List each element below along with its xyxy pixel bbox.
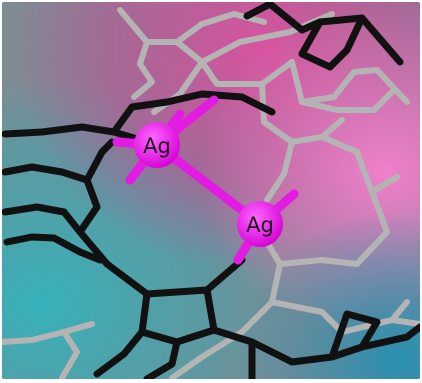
dark-bond-9: [138, 286, 218, 346]
silver-atom-1: [134, 122, 180, 168]
silver-atom-2: [237, 201, 283, 247]
dark-bond-7: [3, 233, 104, 264]
dark-bond-2: [298, 14, 366, 71]
dark-ligand-bonds: [2, 2, 420, 379]
silver-atom-1-label: Ag: [143, 134, 171, 158]
light-bond-9: [264, 139, 295, 203]
dark-bond-8: [93, 290, 151, 378]
dark-bond-10: [210, 310, 381, 366]
silver-atoms: Ag Ag: [134, 122, 283, 247]
light-bond-16: [59, 329, 80, 379]
light-bond-18: [389, 317, 420, 327]
light-bond-14: [269, 299, 345, 335]
light-bond-13: [169, 261, 283, 379]
light-bond-1: [117, 7, 205, 45]
dark-bond-5: [2, 203, 84, 236]
dark-bond-12: [143, 338, 181, 379]
light-bond-10: [319, 134, 390, 267]
light-bond-11: [369, 174, 400, 195]
light-bond-6: [299, 89, 395, 113]
light-bond-15: [2, 321, 95, 345]
light-bond-4: [199, 11, 267, 27]
dark-bond-1: [243, 2, 404, 66]
dark-bond-3: [2, 123, 151, 146]
molecule-render: Ag Ag: [2, 2, 420, 379]
silver-atom-2-label: Ag: [246, 213, 274, 237]
molecular-structure-figure: Ag Ag: [2, 2, 420, 379]
dark-bond-14: [110, 90, 276, 136]
dark-bond-11: [358, 323, 420, 351]
dark-bond-4: [2, 138, 116, 184]
light-bond-2: [131, 39, 155, 100]
